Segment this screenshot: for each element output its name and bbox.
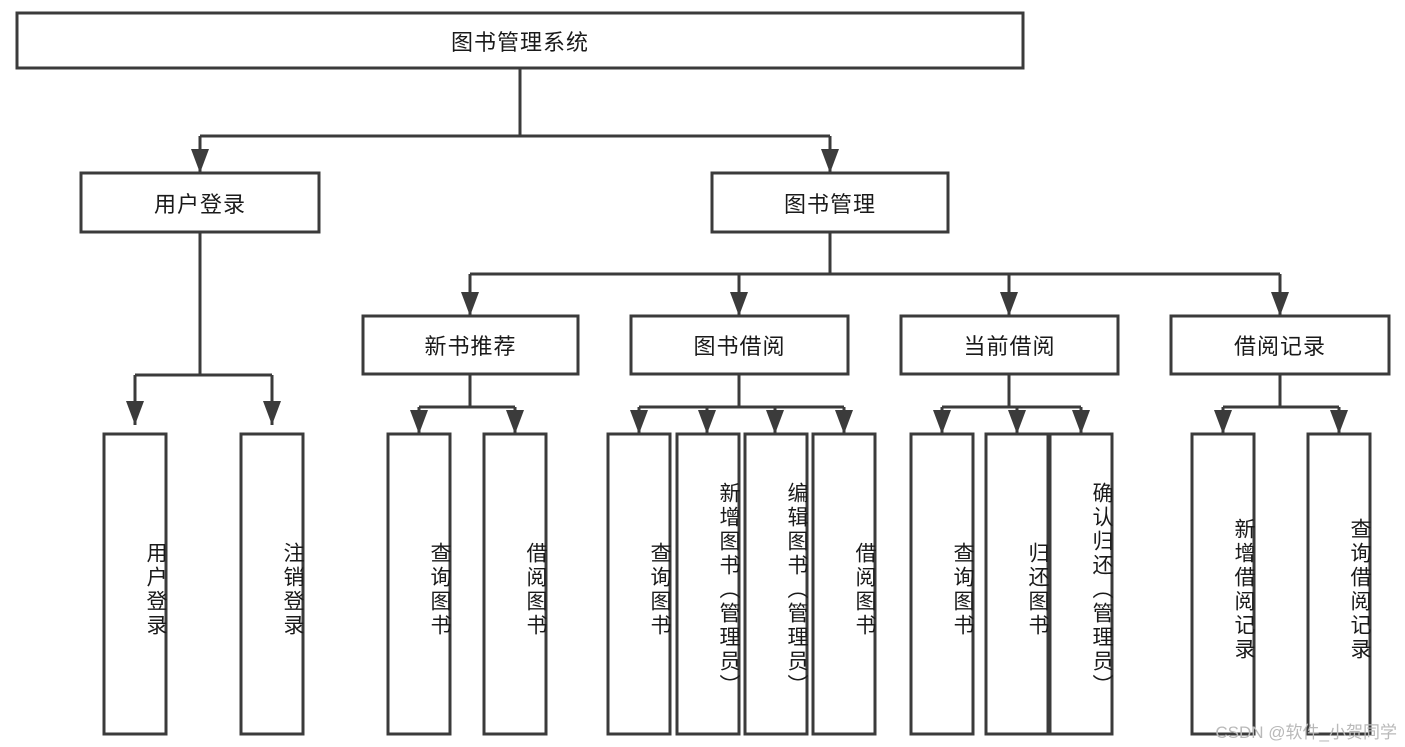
node-box-current-borrow[interactable] [899, 314, 1120, 376]
arrow-head-icon [933, 410, 951, 434]
arrow-head-icon [1072, 410, 1090, 434]
arrow-head-icon [766, 410, 784, 434]
watermark-text: CSDN @软件_小贺同学 [1215, 723, 1397, 742]
node-box-leaf-edit-book-admin[interactable] [743, 432, 809, 736]
arrow-head-icon [1008, 410, 1026, 434]
arrow-head-icon [263, 401, 281, 425]
box-layer [15, 11, 1391, 736]
node-box-leaf-user-login[interactable] [102, 432, 168, 736]
arrow-head-icon [461, 292, 479, 316]
arrow-head-icon [1330, 410, 1348, 434]
node-box-leaf-query-book-borrow[interactable] [606, 432, 672, 736]
arrow-head-icon [630, 410, 648, 434]
node-box-book-borrow[interactable] [629, 314, 850, 376]
node-box-leaf-add-borrow-record[interactable] [1190, 432, 1256, 736]
node-box-root[interactable] [15, 11, 1025, 70]
arrow-head-icon [730, 292, 748, 316]
node-box-leaf-borrow-book[interactable] [811, 432, 877, 736]
node-box-new-book-recommend[interactable] [361, 314, 580, 376]
arrow-head-icon [191, 149, 209, 173]
node-box-leaf-query-book-rec[interactable] [386, 432, 452, 736]
node-box-leaf-return-book[interactable] [984, 432, 1050, 736]
arrow-head-icon [506, 410, 524, 434]
node-box-leaf-query-borrow-record[interactable] [1306, 432, 1372, 736]
node-box-leaf-add-book-admin[interactable] [675, 432, 741, 736]
node-box-borrow-record[interactable] [1169, 314, 1391, 376]
node-box-leaf-confirm-return-admin[interactable] [1048, 432, 1114, 736]
arrow-head-icon [126, 401, 144, 425]
arrow-head-icon [835, 410, 853, 434]
node-box-user-login[interactable] [79, 171, 321, 234]
connector-layer [126, 68, 1348, 434]
node-box-leaf-user-logout[interactable] [239, 432, 305, 736]
arrow-head-icon [698, 410, 716, 434]
node-box-leaf-borrow-book-rec[interactable] [482, 432, 548, 736]
arrow-head-icon [1214, 410, 1232, 434]
arrow-head-icon [821, 149, 839, 173]
arrow-head-icon [1000, 292, 1018, 316]
node-box-book-manage[interactable] [710, 171, 950, 234]
node-box-leaf-query-book-current[interactable] [909, 432, 975, 736]
arrow-head-icon [1271, 292, 1289, 316]
arrow-head-icon [410, 410, 428, 434]
